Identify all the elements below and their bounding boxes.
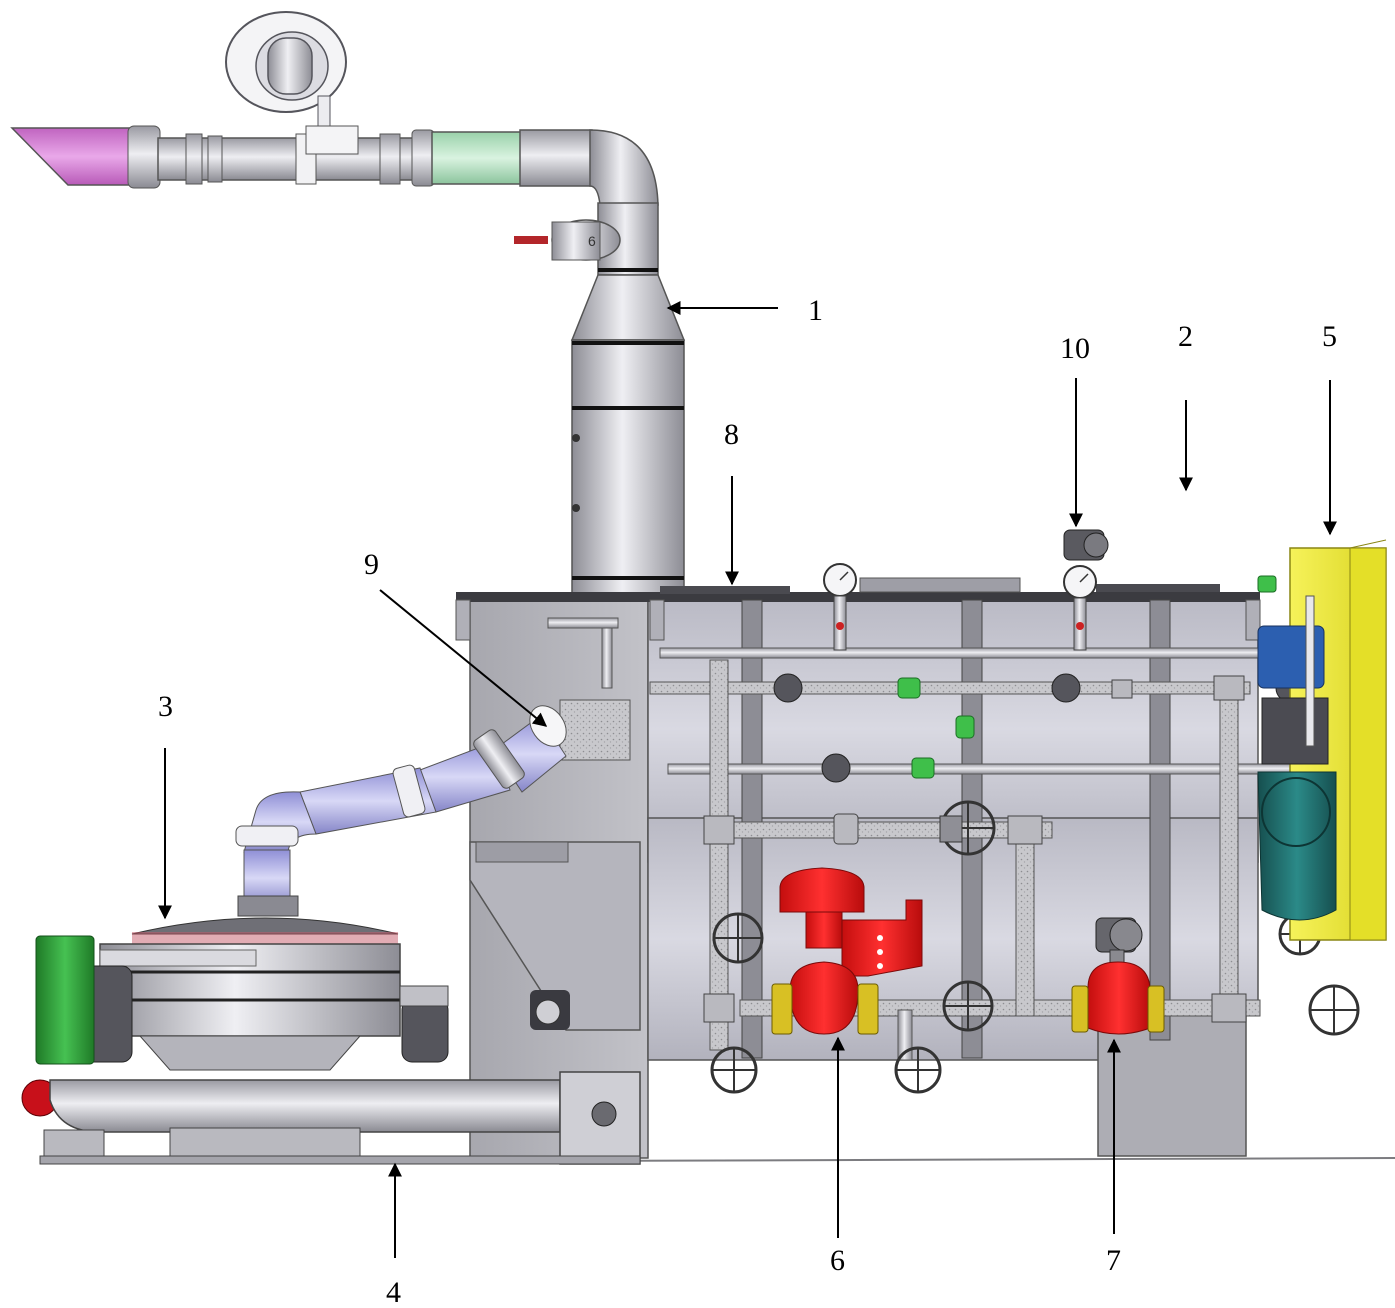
callout-1: 1 xyxy=(808,294,823,327)
handwheel-valve xyxy=(942,980,994,1032)
damper-valve: 6 xyxy=(514,219,621,261)
callout-9: 9 xyxy=(364,548,379,581)
handwheel-valve xyxy=(1308,984,1360,1036)
callout-2: 2 xyxy=(1178,320,1193,353)
callout-6: 6 xyxy=(830,1244,845,1277)
transfer-pipe xyxy=(235,699,631,907)
green-solenoid-valves xyxy=(897,575,1277,779)
fan-housing xyxy=(225,11,347,131)
vibratory-screen xyxy=(35,895,449,1071)
pressure-transmitter xyxy=(1063,529,1109,561)
callout-5: 5 xyxy=(1322,320,1337,353)
callout-10: 10 xyxy=(1060,332,1090,365)
arrow-9 xyxy=(379,589,548,727)
green-duct-section xyxy=(431,131,525,185)
screw-conveyor xyxy=(21,1071,641,1165)
pressure-gauge xyxy=(1063,565,1097,651)
pressure-gauges xyxy=(823,529,1109,651)
callout-7: 7 xyxy=(1106,1244,1121,1277)
flow-meter xyxy=(1071,917,1165,1035)
control-valve xyxy=(771,867,923,1035)
handwheel-valve xyxy=(710,1046,758,1094)
callout-labels: 1 2 3 4 5 6 7 8 9 10 xyxy=(158,294,1337,1308)
callout-3: 3 xyxy=(158,690,173,723)
exhaust-cap xyxy=(10,127,141,186)
duct-elbow xyxy=(589,129,659,206)
callout-arrows xyxy=(158,301,1337,1258)
handwheel-valve xyxy=(712,912,764,964)
handwheel-valve xyxy=(894,1046,942,1094)
main-tank xyxy=(455,577,1261,1159)
callout-4: 4 xyxy=(386,1276,401,1308)
callout-8: 8 xyxy=(724,418,739,451)
stack-cylinder xyxy=(571,339,685,599)
handwheel-valve xyxy=(939,800,996,856)
exhaust-stack: 6 xyxy=(10,11,686,599)
circulation-pump xyxy=(1257,595,1337,921)
screen-motor xyxy=(35,935,95,1065)
damper-marking: 6 xyxy=(588,233,596,249)
pressure-gauge xyxy=(823,563,857,651)
